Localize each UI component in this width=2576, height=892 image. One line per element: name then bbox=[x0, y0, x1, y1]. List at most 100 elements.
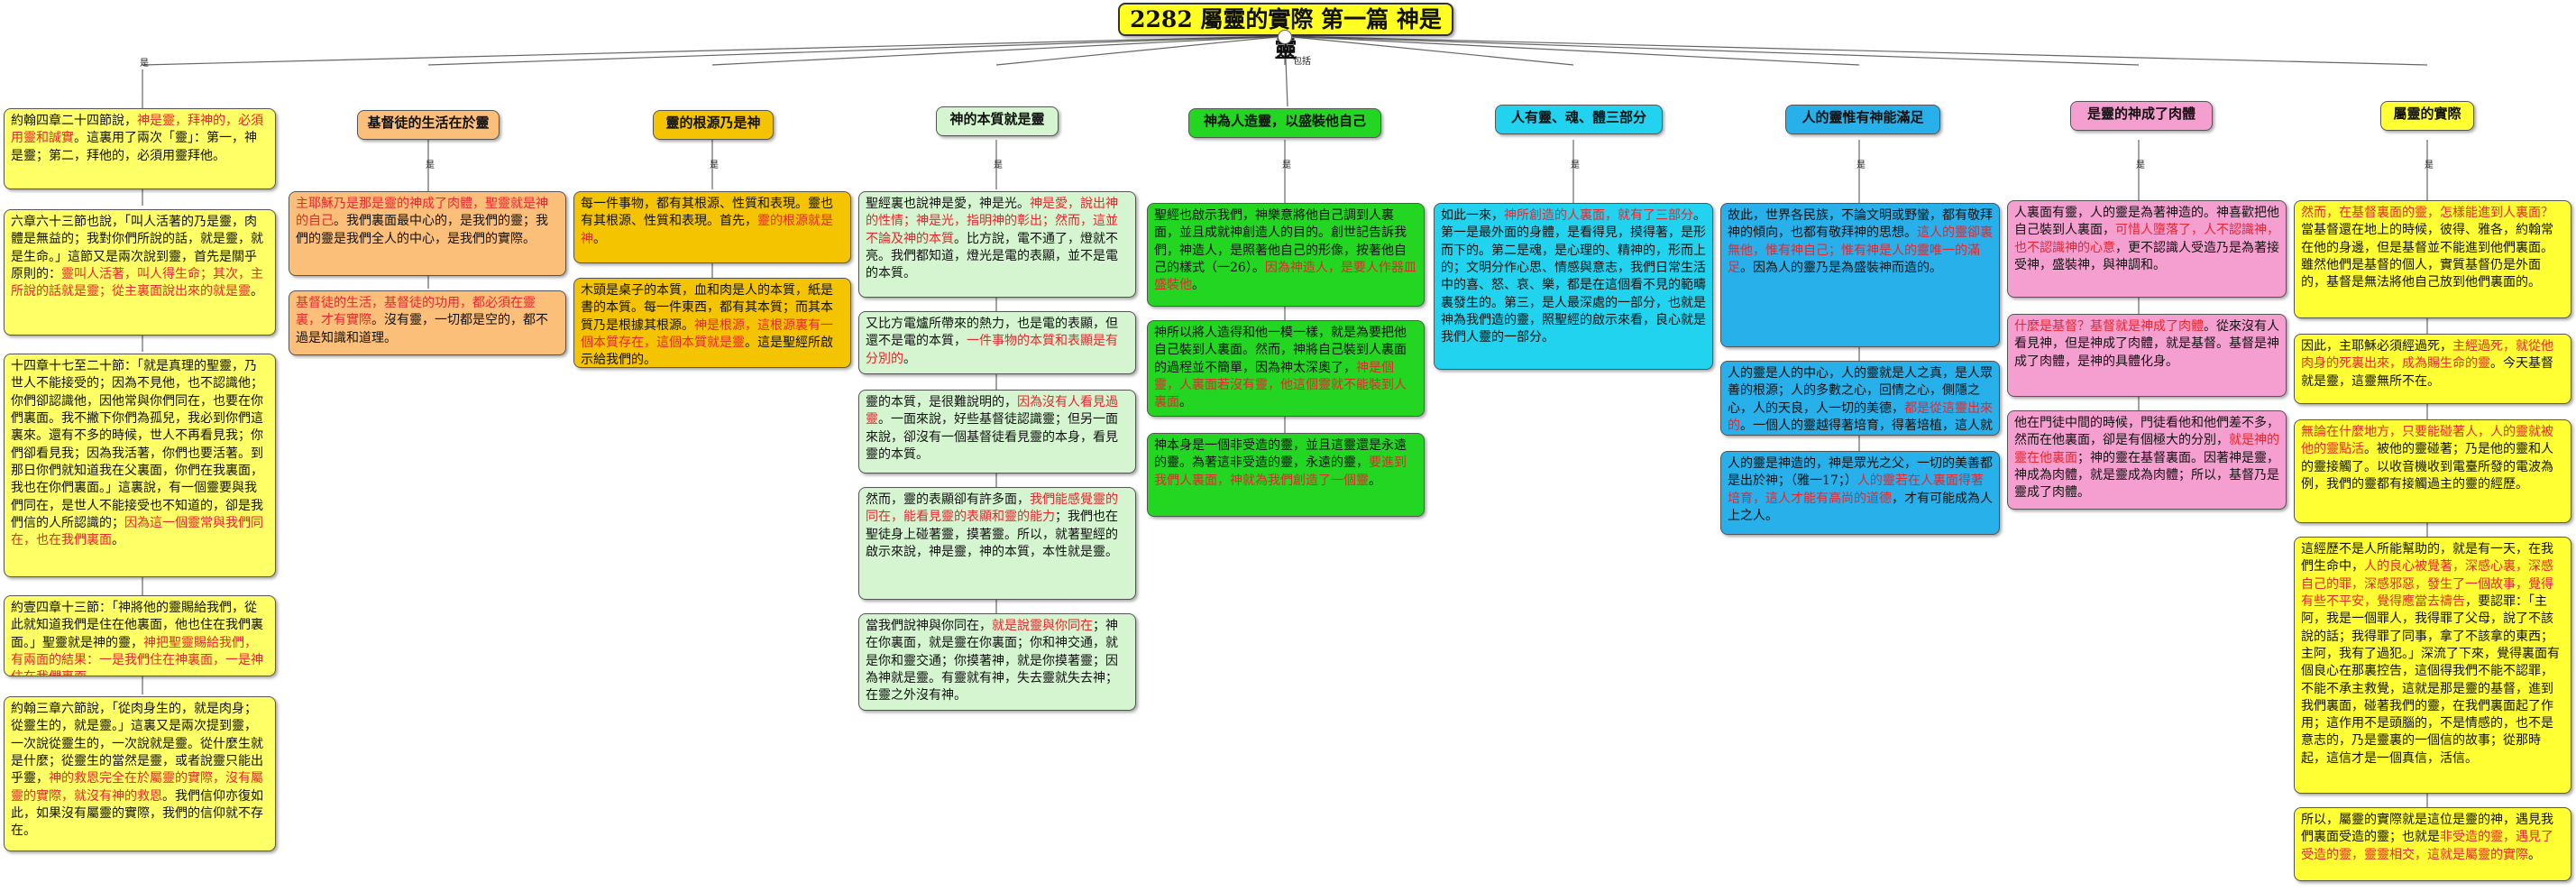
text-node[interactable]: 六章六十三節也說，「叫人活著的乃是靈，肉體是無益的；我對你們所說的話，就是靈，就… bbox=[4, 209, 276, 336]
node-text-emphasis: 神的救恩完全在於屬靈的實際，沒有屬靈的實際，就沒有神的救恩 bbox=[11, 771, 263, 804]
node-text-emphasis: 主耶穌乃是那是靈的神成了肉體，聖靈就是神的自己 bbox=[296, 197, 548, 229]
node-text: 。 bbox=[87, 670, 99, 676]
node-text: 。被他的靈碰著；乃是他的靈和人的靈接觸了。以收音機收到電臺所發的電波為例，我們的… bbox=[2301, 442, 2553, 492]
text-node[interactable]: 木頭是桌子的本質，血和肉是人的本質，紙是書的本質。每一件東西，都有其本質；而其本… bbox=[573, 278, 851, 368]
node-text: 六章六十三節也說，「叫人活著的乃是靈，肉體是無益的；我對你們所說的話，就是靈，就… bbox=[11, 215, 263, 281]
node-text-emphasis: 然而，在基督裏面的靈，怎樣能進到人裏面？ bbox=[2301, 206, 2553, 220]
node-text-emphasis: 靈的根源就是神 bbox=[581, 214, 833, 246]
node-text: 。 bbox=[1369, 473, 1381, 488]
node-text-emphasis: 神是愛，說出神的性情；神是光，指明神的彰出；然而，這並不論及神的本質 bbox=[866, 197, 1118, 246]
node-text: 。 bbox=[1192, 278, 1205, 293]
node-text: 。一個人的靈越得著培育，得著培植，這人就越有良善，越有美德。 bbox=[1740, 418, 1993, 433]
node-text: ；神的靈在基督裏面。因著神是靈，神成為肉體，就是靈成為肉體；所以，基督乃是靈成了… bbox=[2014, 450, 2279, 501]
text-node[interactable]: 他在門徒中間的時候，門徒看他和他們差不多，然而在他裏面，卻是有個極大的分別，就是… bbox=[2007, 410, 2287, 510]
node-text: 。今天基督就是靈，這靈無所不在。 bbox=[2301, 356, 2553, 389]
text-node[interactable]: 聖經也啟示我們，神樂意將他自己調到人裏面，並且成就神創造人的目的。創世記告訴我們… bbox=[1147, 203, 1425, 307]
text-node[interactable]: 每一件事物，都有其根源、性質和表現。靈也有其根源、性質和表現。首先，靈的根源就是… bbox=[573, 191, 851, 263]
node-text: 。 bbox=[903, 351, 916, 366]
node-text-emphasis: 神是靈，拜神的，必須用靈和誠實 bbox=[11, 114, 263, 146]
relation-label: 是 bbox=[994, 161, 1003, 170]
node-text-emphasis: 人的良心被覺著，深感心裏，深感自己的罪，深感邪惡，發生了一個故事，覺得有些不平安… bbox=[2301, 559, 2553, 609]
relation-label: 是 bbox=[1282, 161, 1291, 170]
text-node[interactable]: 約翰四章二十四節說，神是靈，拜神的，必須用靈和誠實。這裏用了兩次「靈」：第一，神… bbox=[4, 108, 276, 189]
text-node[interactable]: 神本身是一個非受造的靈，並且這靈還是永遠的靈。為著這非受造的靈，永遠的靈，要進到… bbox=[1147, 433, 1425, 517]
root-relation-label: 包括 bbox=[1293, 57, 1311, 67]
relation-label: 是 bbox=[1571, 161, 1580, 170]
text-node[interactable]: 主耶穌乃是那是靈的神成了肉體，聖靈就是神的自己。我們裏面最中心的，是我們的靈；我… bbox=[289, 191, 566, 276]
text-node[interactable]: 因此，主耶穌必須經過死，主經過死，就從他肉身的死裏出來，成為賜生命的靈。今天基督… bbox=[2294, 334, 2571, 404]
text-node[interactable]: 然而，在基督裏面的靈，怎樣能進到人裏面？當基督還在地上的時候，彼得、雅各，約翰常… bbox=[2294, 200, 2571, 318]
node-text: 神所以將人造得和他一模一樣，就是為要把他自己裝到人裏面。然而，神將自己裝到人裏面… bbox=[1154, 326, 1407, 375]
text-node[interactable]: 約壹四章十三節：「神將他的靈賜給我們，從此就知道我們是住在他裏面，他也住在我們裏… bbox=[4, 595, 276, 676]
node-text: 。 bbox=[2528, 847, 2541, 862]
node-text: 。我們信仰亦復如此，如果沒有屬靈的實際，我們的信仰就不存在。 bbox=[11, 788, 263, 839]
node-text-emphasis: 這人的靈卻裏無他，惟有神自己；惟有神是人的靈唯一的滿足 bbox=[1728, 225, 1993, 275]
branch-b5[interactable]: 人有靈、魂、體三部分 bbox=[1495, 105, 1663, 134]
relation-label: 是 bbox=[2136, 161, 2145, 170]
node-text: 當我們說神與你同在， bbox=[866, 619, 992, 633]
text-node[interactable]: 又比方電爐所帶來的熱力，也是電的表顯，但還不是電的本質，一件事物的本質和表顯是有… bbox=[858, 311, 1136, 374]
node-text: 故此，世界各民族，不論文明或野蠻，都有敬拜神的傾向，也都有敬拜神的思想。 bbox=[1728, 208, 1993, 241]
branch-b8[interactable]: 屬靈的實際 bbox=[2380, 101, 2474, 131]
node-text-emphasis: 就是神的靈在他裏面 bbox=[2014, 433, 2279, 465]
node-text-emphasis: 什麼是基督？基督就是神成了肉體 bbox=[2014, 319, 2204, 334]
text-node[interactable]: 當我們說神與你同在，就是說靈與你同在；神在你裏面，就是靈在你裏面；你和神交通，就… bbox=[858, 613, 1136, 711]
text-node[interactable]: 無論在什麼地方，只要能碰著人，人的靈就被他的靈點活。被他的靈碰著；乃是他的靈和人… bbox=[2294, 419, 2571, 523]
node-text: 。從來沒有人看見神，但是神成了肉體，就是基督。基督是神成了肉體，是神的具體化身。 bbox=[2014, 319, 2279, 369]
node-text: ，要認罪：「主阿，我是一個罪人，我得罪了父母，說了不該說的話；我得罪了同事，拿了… bbox=[2301, 593, 2560, 766]
node-text: 靈的本質，是很難說明的， bbox=[866, 395, 1017, 409]
node-text: 人的靈是神造的，神是眾光之父，一切的美善都是出於神；（雅一17；） bbox=[1728, 456, 1993, 489]
node-text: 又比方電爐所帶來的熱力，也是電的表顯，但還不是電的本質， bbox=[866, 317, 1118, 349]
branch-b3-title: 神的本質就是靈 bbox=[949, 111, 1045, 127]
node-text: 十四章十七至二十節：「就是真理的聖靈，乃世人不能接受的；因為不見他，也不認識他；… bbox=[11, 359, 263, 530]
relation-label: 是 bbox=[426, 161, 435, 170]
collapse-toggle-icon[interactable] bbox=[1278, 30, 1292, 44]
text-node[interactable]: 人裏面有靈，人的靈是為著神造的。神喜歡把他自己裝到人裏面，可惜人墮落了，人不認識… bbox=[2007, 200, 2287, 298]
node-text: 人的靈是人的中心，人的靈就是人之真，是人眾善的根源；人的多數之心，回情之心，側隱… bbox=[1728, 366, 1993, 416]
text-node[interactable]: 聖經裏也說神是愛，神是光。神是愛，說出神的性情；神是光，指明神的彰出；然而，這並… bbox=[858, 191, 1136, 298]
text-node[interactable]: 然而，靈的表顯卻有許多面，我們能感覺靈的同在，能看見靈的表顯和靈的能力；我們也在… bbox=[858, 487, 1136, 600]
branch-b1-title: 基督徒的生活在於靈 bbox=[367, 115, 490, 131]
node-text: 。這是聖經所啟示給我們的。 bbox=[581, 335, 833, 368]
node-text-emphasis: 可惜人墮落了，人不認識神，也不認識神的心意 bbox=[2014, 223, 2279, 255]
text-node[interactable]: 十四章十七至二十節：「就是真理的聖靈，乃世人不能接受的；因為不見他，也不認識他；… bbox=[4, 354, 276, 577]
node-text: 。沒有靈，一切都是空的，都不過是知識和道理。 bbox=[296, 313, 548, 345]
text-node[interactable]: 如此一來，神所創造的人裏面，就有了三部分。第一是最外面的身體，是看得見，摸得著，… bbox=[1434, 203, 1713, 370]
branch-b4[interactable]: 神為人造靈，以盛裝他自己 bbox=[1188, 108, 1381, 138]
node-text-emphasis: 因為這一個靈常與我們同在，也在我們裏面 bbox=[11, 515, 263, 548]
node-text-emphasis: 主經過死，就從他肉身的死裏出來，成為賜生命的靈 bbox=[2301, 339, 2553, 372]
node-text: ；我們也在聖徒身上碰著靈，摸著靈。所以，就著聖經的啟示來說，神是靈，神的本質，本… bbox=[866, 510, 1118, 559]
node-text-emphasis: 要進到我們人裏面，神就為我們創造了一個靈 bbox=[1154, 455, 1407, 488]
branch-b6[interactable]: 人的靈惟有神能滿足 bbox=[1785, 105, 1940, 134]
node-text: 木頭是桌子的本質，血和肉是人的本質，紙是書的本質。每一件東西，都有其本質；而其本… bbox=[581, 283, 833, 333]
text-node[interactable]: 故此，世界各民族，不論文明或野蠻，都有敬拜神的傾向，也都有敬拜神的思想。這人的靈… bbox=[1720, 203, 2000, 347]
text-node[interactable]: 基督徒的生活，基督徒的功用，都必須在靈裏，才有實際。沒有靈，一切都是空的，都不過… bbox=[289, 290, 566, 355]
text-node[interactable]: 什麼是基督？基督就是神成了肉體。從來沒有人看見神，但是神成了肉體，就是基督。基督… bbox=[2007, 314, 2287, 397]
node-text-emphasis: 基督徒的生活，基督徒的功用，都必須在靈裏，才有實際 bbox=[296, 296, 536, 328]
node-text: 。這裏用了兩次「靈」：第一，神是靈；第二，拜他的，必須用靈拜他。 bbox=[11, 131, 257, 163]
relation-label: 是 bbox=[710, 161, 719, 170]
text-node[interactable]: 神所以將人造得和他一模一樣，就是為要把他自己裝到人裏面。然而，神將自己裝到人裏面… bbox=[1147, 320, 1425, 417]
node-text-emphasis: 神是個靈，人裏面若沒有靈，他這個靈就不能裝到人裏面 bbox=[1154, 360, 1407, 410]
node-text-emphasis: 都是從這靈出來的 bbox=[1728, 400, 1993, 433]
text-node[interactable]: 約翰三章六節說，「從肉身生的，就是肉身；從靈生的，就是靈。」這裏又是兩次提到靈，… bbox=[4, 696, 276, 851]
node-text: 聖經裏也說神是愛，神是光。 bbox=[866, 197, 1030, 211]
text-node[interactable]: 人的靈是人的中心，人的靈就是人之真，是人眾善的根源；人的多數之心，回情之心，側隱… bbox=[1720, 361, 2000, 436]
node-text: 約壹四章十三節：「神將他的靈賜給我們，從此就知道我們是住在他裏面，他也住在我們裏… bbox=[11, 601, 263, 650]
text-node[interactable]: 人的靈是神造的，神是眾光之父，一切的美善都是出於神；（雅一17；）人的靈若在人裏… bbox=[1720, 451, 2000, 535]
node-text-emphasis: 就是說靈與你同在 bbox=[992, 619, 1093, 633]
branch-b4-title: 神為人造靈，以盛裝他自己 bbox=[1203, 113, 1366, 129]
branch-b1[interactable]: 基督徒的生活在於靈 bbox=[357, 110, 500, 140]
text-node[interactable]: 所以，屬靈的實際就是這位是靈的神，遇見我們裏面受造的靈；也就是非受造的靈，遇見了… bbox=[2294, 807, 2571, 881]
node-text-emphasis: 神是根源，這根源裏有一個本質存在，這個本質就是靈 bbox=[581, 317, 833, 350]
relation-label: 是 bbox=[1856, 161, 1866, 170]
branch-b7[interactable]: 是靈的神成了肉體 bbox=[2070, 101, 2213, 131]
node-text: 這經歷不是人所能幫助的，就是有一天，在我們生命中， bbox=[2301, 542, 2553, 575]
text-node[interactable]: 靈的本質，是很難說明的，因為沒有人看見過靈。一面來說，好些基督徒認識靈；但另一面… bbox=[858, 390, 1136, 474]
node-text: ；神在你裏面，就是靈在你裏面；你和神交通，就是你和靈交通；你摸著神，就是你摸著靈… bbox=[866, 619, 1118, 703]
text-node[interactable]: 這經歷不是人所能幫助的，就是有一天，在我們生命中，人的良心被覺著，深感心裏，深感… bbox=[2294, 537, 2571, 794]
node-text: 。 bbox=[1179, 395, 1192, 410]
node-text: 。 bbox=[112, 533, 124, 548]
branch-b3[interactable]: 神的本質就是靈 bbox=[936, 106, 1059, 136]
branch-b2[interactable]: 靈的根源乃是神 bbox=[653, 110, 774, 140]
